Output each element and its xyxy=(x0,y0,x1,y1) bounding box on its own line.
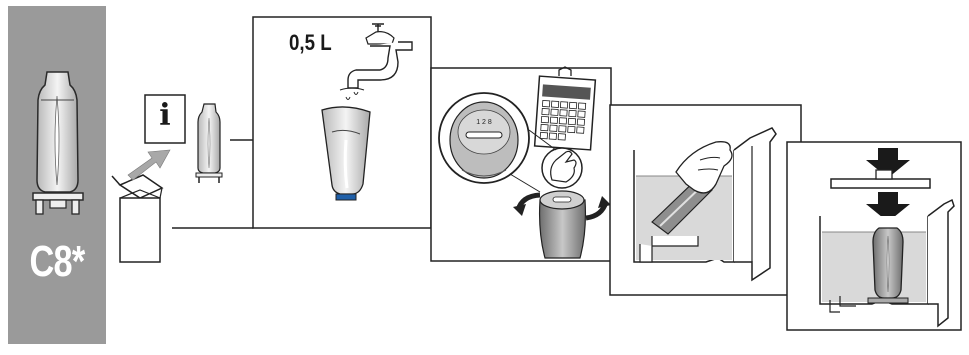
arrow-up-icon xyxy=(128,150,170,180)
date-dial-icon: 1 2 8 xyxy=(439,93,529,183)
product-sidebar xyxy=(8,6,106,344)
svg-text:1 2 8: 1 2 8 xyxy=(476,119,492,126)
step-press-panel xyxy=(787,142,961,330)
water-volume-label: 0,5 L xyxy=(289,30,332,56)
info-icon: i xyxy=(152,98,178,133)
filter-top-icon xyxy=(540,191,586,258)
step-insert-panel xyxy=(610,105,801,295)
small-filter-icon xyxy=(196,104,222,183)
filter-cartridge-icon xyxy=(33,72,83,214)
calendar-icon xyxy=(535,67,596,150)
box-icon xyxy=(112,175,162,262)
step-set-date-panel: 1 2 8 xyxy=(431,67,611,261)
step-soak-panel xyxy=(253,17,431,228)
hand-icon xyxy=(542,148,582,188)
product-code-label: C8* xyxy=(19,237,95,287)
